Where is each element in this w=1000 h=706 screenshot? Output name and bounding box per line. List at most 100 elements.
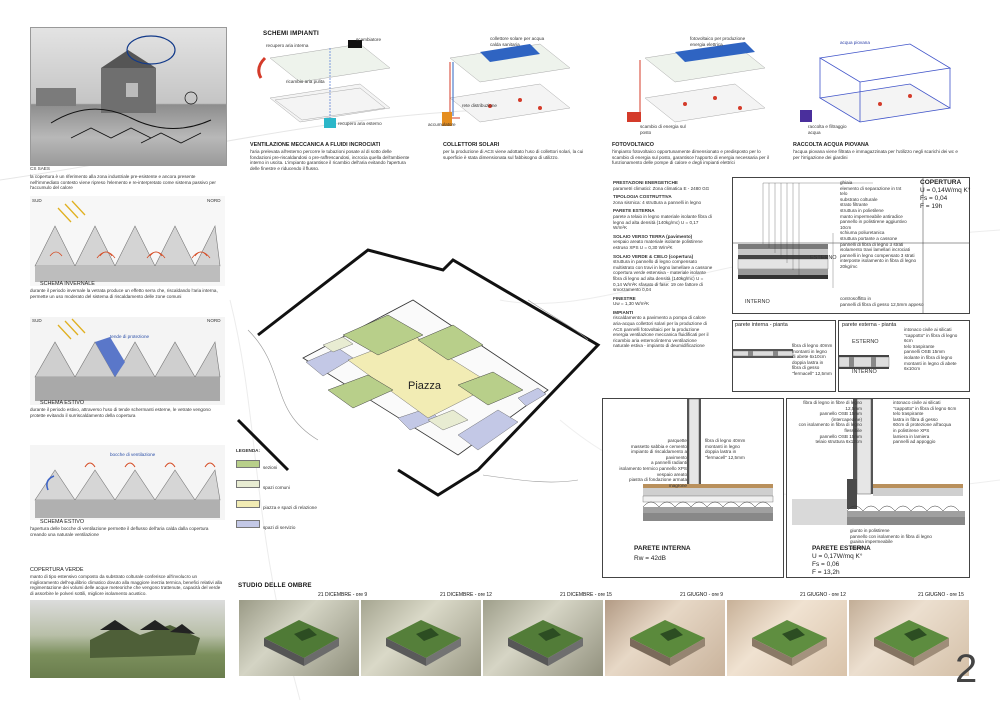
pluv-lbl1: acqua piovana (840, 40, 870, 45)
pe-lbl-5: montanti in legno di abete 6x10cm (904, 360, 957, 372)
ombre-cell-5 (849, 600, 969, 676)
spec-p3: parete a telaio in legno materiale isola… (613, 213, 712, 231)
parete-interna-labels-right: fibra di legno 40mm montanti in legno do… (705, 438, 777, 460)
copertura-verde-title: COPERTURA VERDE (30, 567, 84, 573)
schema-invernale-drawing (30, 196, 225, 286)
pe-lbl-1: "cappotto" in fibra di legno 6cm (904, 332, 958, 344)
vmc-lbl4: recupero aria esterno (338, 121, 382, 126)
parete-interna-section-box (602, 398, 784, 578)
pianta-esterna-labels: intonaco civile ai silicati "cappotto" i… (904, 327, 966, 372)
pext-lbl-11: lamiera in lamiera (893, 433, 930, 439)
legend-swatch-servizio (236, 520, 260, 529)
ombre-label-2: 21 DICEMBRE - ore 15 (560, 592, 612, 598)
ombre-label-4: 21 GIUGNO - ore 12 (800, 592, 846, 598)
fv-text: l'impianto fotovoltaico opportunamente d… (612, 149, 769, 166)
cop-layer-8: schiuma poliuretanica (840, 230, 885, 236)
spec-h6: FINESTRE (613, 295, 636, 301)
parete-interna-title: PARETE INTERNA (634, 545, 691, 552)
legend-title: LEGENDA: (236, 448, 260, 453)
fv-lbl1: fotovoltaico per produzione energia elet… (690, 36, 746, 47)
ombre-cell-4 (727, 600, 847, 676)
pianta-esterna-esterno: ESTERNO (852, 339, 879, 345)
solari-text: per la produzione di ACS viene adottato … (443, 149, 584, 160)
copertura-esterno: ESTERNO (810, 255, 837, 261)
pianta-interna-labels: fibra di legno 40mm montanti in legno di… (792, 343, 832, 377)
cop-layer-2: telo (840, 191, 848, 197)
pint-lbl-2: impianto di riscaldamento a pavimento (631, 449, 687, 460)
bocche-label: bocche di ventilazione (110, 452, 156, 457)
legend-item-comuni: spazi comuni (236, 476, 317, 494)
legend-swatch-sezioni (236, 460, 260, 469)
ombre-label-1: 21 DICEMBRE - ore 12 (440, 592, 492, 598)
ombre-label-3: 21 GIUGNO - ore 9 (680, 592, 724, 598)
pext-lbl-5: intonaco civile ai silicati (893, 400, 941, 405)
schema-estivo-drawing (30, 317, 225, 405)
schema-estivo-2-image (30, 445, 225, 520)
parete-esterna-f: F = 13,2h (812, 569, 840, 576)
context-caption: la copertura è un riferimento alla zona … (30, 174, 216, 191)
legend-label-comuni: spazi comuni (263, 484, 290, 490)
pext-bottom-1: pannello con isolamento in fibra di legn… (850, 533, 932, 539)
schema-estivo-2-text: l'apertura delle bocche di ventilazione … (30, 526, 209, 537)
schema-estivo-text: durante il periodo estivo, attraverso l'… (30, 407, 211, 418)
legend-item-piazza: piazza e spazi di relazione (236, 496, 317, 514)
pianta-interna-drawing (732, 349, 794, 358)
legend-label-piazza: piazza e spazi di relazione (263, 504, 317, 510)
pext-lbl-9: 60cm di protezione all'acqua (893, 422, 952, 428)
pluv-text: l'acqua piovana viene filtrata e immagaz… (793, 149, 958, 160)
vmc-drawing (257, 40, 391, 128)
pianta-esterna-drawing (838, 355, 890, 369)
ombre-label-5: 21 GIUGNO - ore 15 (918, 592, 964, 598)
solari-lbl2: accumulatore (428, 122, 456, 127)
copertura-verde-render (30, 600, 225, 678)
vmc-lbl3: ricambio aria pulita (286, 79, 325, 84)
parete-esterna-labels-left: fibra di legno in fibre di legno 12,5mm … (790, 400, 862, 445)
spec-h1: PRESTAZIONI ENERGETICHE (613, 180, 678, 185)
pint-lbl-6: piastra di fondazione armata (629, 477, 687, 483)
pi-lbl-2: di abete 6x10cm (792, 354, 826, 360)
pi-lbl-5: "fermacell" 12,5mm (792, 370, 832, 376)
ombre-cell-3 (605, 600, 725, 676)
tende-label: tende di protezione (110, 334, 150, 339)
spec-p5: struttura in pannello di legno compensat… (613, 259, 713, 293)
schema-estivo-image (30, 317, 225, 405)
parete-esterna-labels-right: intonaco civile ai silicati "cappotto" i… (893, 400, 967, 445)
pint-lbl-8: fibra di legno 40mm (705, 438, 746, 443)
spec-p7: riscaldamento a pavimento a pompa di cal… (613, 315, 709, 349)
copertura-u: U = 0,14W/mq K° (920, 187, 971, 194)
cop-layer-11: isolamento travi lamellari incrociati (840, 247, 910, 253)
ombre-cell-0 (239, 600, 359, 676)
pianta-esterna-box (838, 320, 970, 392)
pint-lbl-3: a pannelli radianti (650, 460, 687, 466)
ombre-render-5 (874, 620, 949, 666)
pext-lbl-6: "cappotto" in fibra di legno 6cm (893, 405, 957, 411)
vmc-lbl1: recupero aria interna (266, 43, 309, 48)
pext-lbl-10: in polistirene XPS (893, 427, 930, 433)
schema-estivo-2-title: SCHEMA ESTIVO (40, 519, 85, 525)
pint-lbl-5: vespaio areato (656, 471, 687, 477)
legend-swatch-piazza (236, 500, 260, 509)
pint-lbl-1: massetto sabbia e cemento (630, 443, 687, 449)
parete-esterna-u: U = 0,17W/mq K° (812, 553, 863, 560)
pext-bottom-2: guaina impermeabile (850, 539, 893, 545)
ombre-title: STUDIO DELLE OMBRE (238, 582, 312, 589)
page-number: 2 (955, 647, 978, 691)
context-sketch-photo (30, 27, 227, 166)
pint-lbl-11: "fermacell" 12,5mm (705, 454, 745, 460)
pint-lbl-7: magrone (668, 482, 687, 488)
cop-layer-9: struttura portante a cassone (840, 235, 898, 241)
ombre-cell-2 (483, 600, 603, 676)
fotovoltaico-diagram (605, 38, 775, 140)
parete-interna-rw: Rw = 42dB (634, 555, 666, 562)
pianta-esterna-title: parete esterna - pianta (842, 322, 897, 328)
pext-lbl-8: lastra in fibra di gesso (893, 416, 938, 422)
pext-lbl-12: pannelli ad appoggio (893, 439, 936, 445)
spec-p4: vespaio areato materiale isolante polist… (613, 239, 703, 250)
pint-lbl-10: doppia lastra in (705, 449, 737, 455)
cop-layer-6: manto impermeabile antiradice (840, 213, 903, 219)
spec-p2: zona sismica: 4 struttura a pannelli in … (613, 199, 702, 205)
copertura-f: F = 19h (920, 203, 943, 210)
ombre-render-4 (752, 620, 827, 666)
pianta-esterna-interno: INTERNO (852, 369, 877, 375)
sud-label-1: SUD (32, 198, 42, 203)
